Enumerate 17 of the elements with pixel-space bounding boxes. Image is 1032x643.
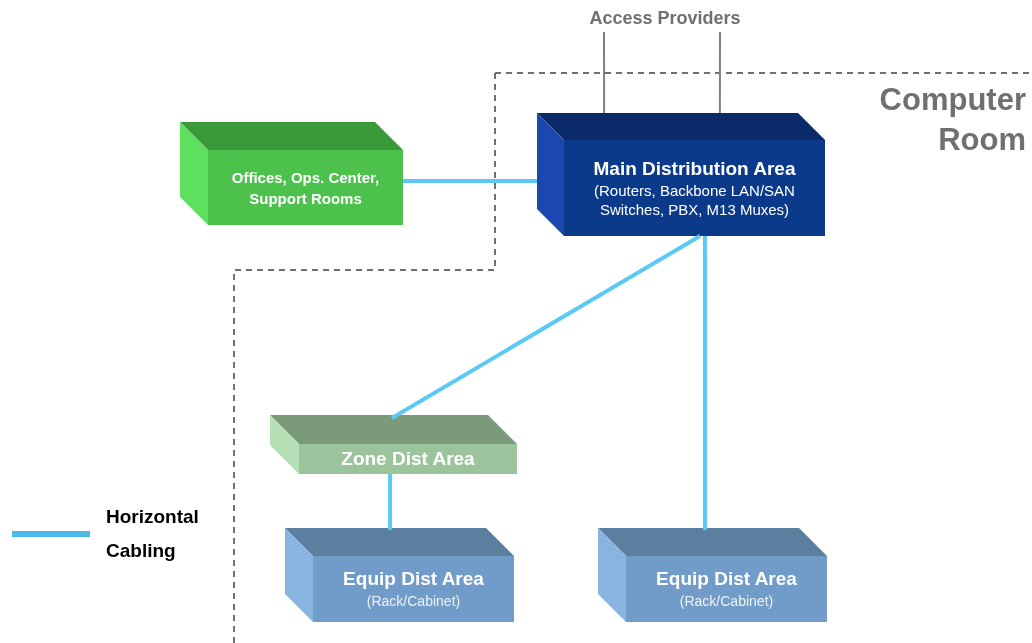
room-label: Computer Room — [878, 81, 1026, 159]
access-line — [603, 31, 606, 114]
cabling-line — [391, 234, 702, 420]
cabling-line — [702, 236, 707, 530]
cabling-line — [403, 179, 537, 183]
box-title: Equip Dist Area — [656, 566, 797, 591]
box-subtitle: (Routers, Backbone LAN/SAN Switches, PBX, M13 Muxes) — [593, 181, 796, 219]
box-title: Offices, Ops. Center, Support Rooms — [230, 167, 381, 209]
box-subtitle: (Rack/Cabinet) — [679, 591, 774, 611]
cabling-line — [388, 474, 393, 530]
box-title: Main Distribution Area — [593, 157, 796, 181]
box-title: Equip Dist Area — [343, 566, 484, 591]
box-subtitle: (Rack/Cabinet) — [366, 591, 461, 611]
provider-label: Access Providers — [589, 6, 741, 30]
box-title: Zone Dist Area — [341, 446, 475, 471]
legend-label: Horizontal Cabling — [106, 505, 200, 563]
access-line — [718, 31, 721, 114]
